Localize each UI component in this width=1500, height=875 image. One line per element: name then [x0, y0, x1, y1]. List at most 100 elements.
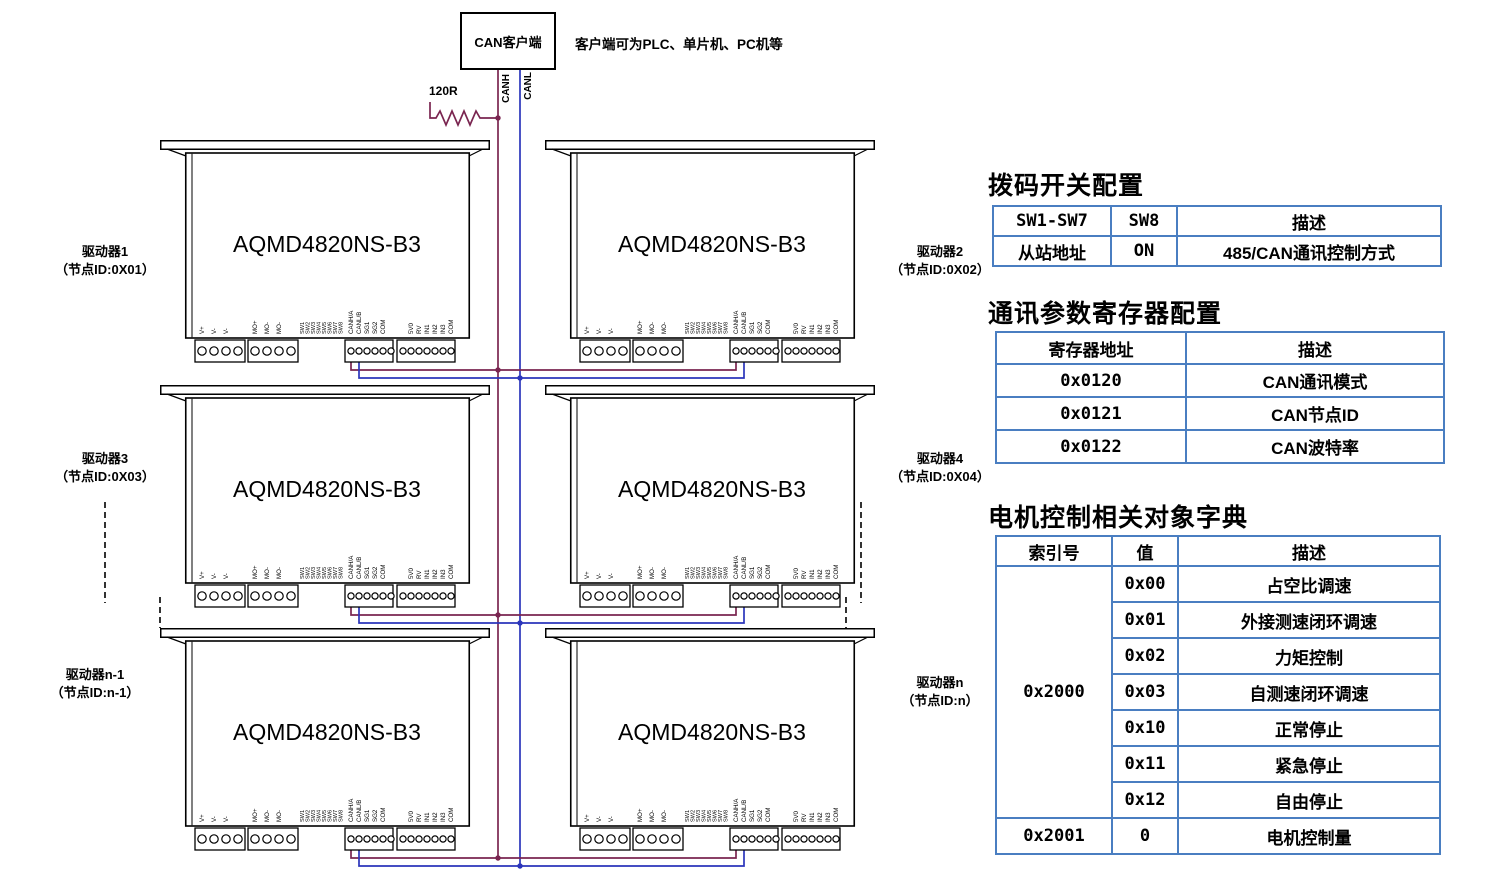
pin-label-sw: SW5	[707, 810, 713, 822]
canl-wire-label: CANL	[523, 72, 534, 100]
terminal-hole	[250, 346, 260, 356]
terminal-hole	[756, 835, 764, 843]
table-cell: 0x11	[1111, 745, 1179, 783]
pin-label-comm: CANL/B	[356, 557, 363, 579]
driver-body	[569, 640, 856, 827]
pin-label-power: MO+	[252, 808, 259, 822]
pin-label-comm: COM	[765, 565, 772, 579]
terminal-hole	[415, 835, 423, 843]
pin-label-sw: SW3	[311, 810, 317, 822]
pin-label-sw: SW3	[696, 810, 702, 822]
terminal-hole	[618, 346, 628, 356]
pin-label-power: V+	[584, 326, 591, 334]
terminal-hole	[606, 591, 616, 601]
terminal-hole	[431, 347, 439, 355]
table-header-cell: SW8	[1110, 205, 1178, 237]
terminal-hole	[355, 592, 363, 600]
pin-label-io: RV	[416, 325, 423, 334]
pin-label-sw: SW5	[707, 567, 713, 579]
driver-label: 驱动器2（节点ID:0X02）	[865, 243, 1015, 279]
pin-label-sw: SW2	[691, 810, 697, 822]
terminal-hole	[262, 834, 272, 844]
table-cell: 外接测速闭环调速	[1177, 601, 1441, 639]
table-cell: 0x02	[1111, 637, 1179, 675]
pin-label-io: IN2	[817, 324, 824, 334]
pin-label-comm: CANH/A	[733, 310, 740, 334]
table-header-cell: 值	[1111, 535, 1179, 567]
pin-label-comm: CANL/B	[741, 312, 748, 334]
pin-label-sw: SW2	[691, 567, 697, 579]
terminal-hole	[439, 835, 447, 843]
terminal-hole	[387, 592, 395, 600]
pin-label-sw: SW4	[702, 567, 708, 579]
terminal-block	[632, 339, 684, 363]
terminal-hole	[808, 592, 816, 600]
terminal-hole	[671, 834, 681, 844]
terminal-hole	[647, 591, 657, 601]
pin-label-io: IN1	[809, 569, 816, 579]
terminal-block	[632, 584, 684, 608]
terminal-hole	[808, 835, 816, 843]
pin-label-sw: SW8	[339, 567, 345, 579]
pin-label-power: V+	[584, 571, 591, 579]
driver-name: 驱动器n	[916, 675, 964, 690]
pin-label-sw: SW6	[328, 322, 334, 334]
terminal-hole	[824, 835, 832, 843]
pin-label-io: COM	[448, 808, 455, 822]
pin-label-io: COM	[448, 565, 455, 579]
terminal-hole	[439, 347, 447, 355]
pin-label-power: V-	[223, 328, 230, 334]
terminal-hole	[764, 592, 772, 600]
pin-label-sw: SW5	[322, 810, 328, 822]
pin-label-power: MO-	[276, 322, 283, 334]
pin-label-sw: SW2	[306, 322, 312, 334]
pin-label-io: IN3	[440, 324, 447, 334]
client-note-text: 客户端可为PLC、单片机、PC机等	[575, 37, 783, 52]
can-client-label: CAN客户端	[474, 34, 542, 50]
pin-label-sw: SW4	[317, 322, 323, 334]
pin-label-io: RV	[416, 813, 423, 822]
table-cell: 0x01	[1111, 601, 1179, 639]
pin-label-comm: COM	[380, 565, 387, 579]
terminal-hole	[606, 346, 616, 356]
pin-label-comm: CANH/A	[348, 555, 355, 579]
pin-label-comm: COM	[380, 320, 387, 334]
table-cell: CAN通讯模式	[1185, 363, 1445, 398]
pin-label-io: COM	[833, 320, 840, 334]
driver-node-id: （节点ID:n-1）	[50, 685, 140, 701]
terminal-hole	[635, 346, 645, 356]
terminal-hole	[816, 592, 824, 600]
pin-label-io: IN2	[432, 324, 439, 334]
terminal-hole	[447, 592, 455, 600]
table-cell: 485/CAN通讯控制方式	[1176, 235, 1442, 267]
terminal-hole	[407, 835, 415, 843]
pin-label-io: IN1	[809, 812, 816, 822]
table-cell: 正常停止	[1177, 709, 1441, 747]
pin-label-power: MO-	[276, 810, 283, 822]
driver-model-label: AQMD4820NS-B3	[618, 719, 806, 745]
driver-top-rail	[545, 140, 875, 150]
pin-label-power: V-	[596, 328, 603, 334]
table-cell: 从站地址	[992, 235, 1112, 267]
pin-label-power: V-	[596, 573, 603, 579]
dict-table-title: 电机控制相关对象字典	[988, 504, 1249, 532]
terminal-hole	[748, 347, 756, 355]
terminal-hole	[415, 592, 423, 600]
terminal-hole	[824, 592, 832, 600]
pin-label-power: MO+	[637, 808, 644, 822]
terminal-hole	[447, 347, 455, 355]
terminal-hole	[832, 592, 840, 600]
pin-label-sw: SW4	[317, 567, 323, 579]
pin-label-power: MO-	[661, 322, 668, 334]
terminal-hole	[800, 835, 808, 843]
pin-label-power: MO+	[252, 320, 259, 334]
terminal-hole	[659, 591, 669, 601]
terminal-hole	[671, 591, 681, 601]
table-cell: 电机控制量	[1177, 817, 1441, 855]
pin-label-io: COM	[448, 320, 455, 334]
terminal-hole	[671, 346, 681, 356]
pin-label-io: IN3	[440, 812, 447, 822]
pin-label-sw: SW7	[718, 322, 724, 334]
